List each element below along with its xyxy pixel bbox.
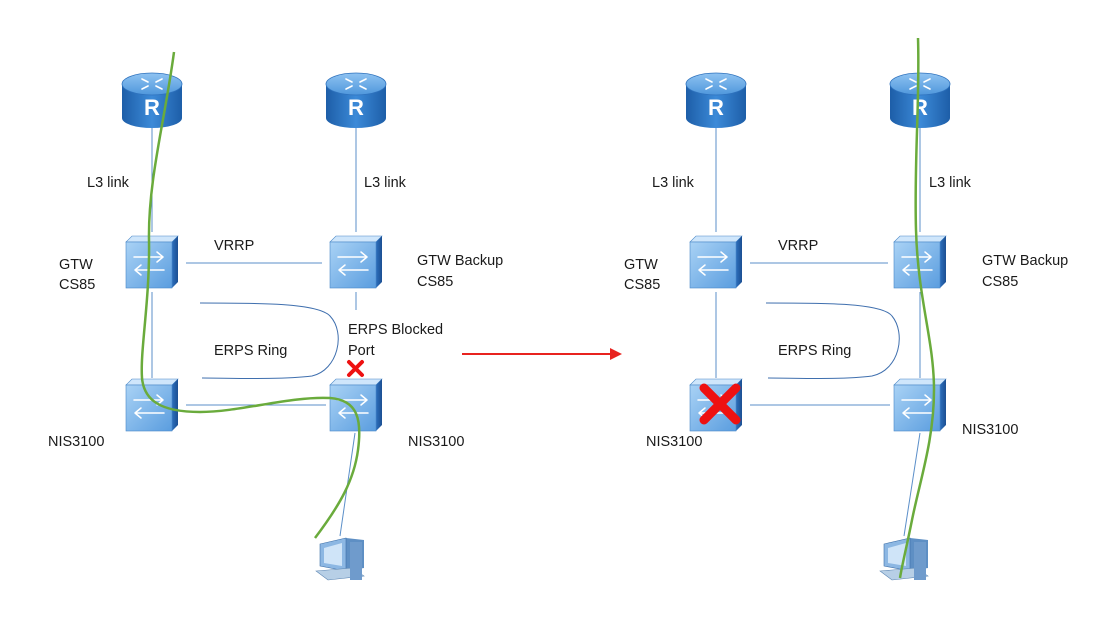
left-gtw-backup-label-line2: CS85 — [417, 274, 453, 290]
left-nis-switch-icon — [125, 378, 179, 432]
right-gtw-backup-label-line1: GTW Backup — [982, 253, 1068, 269]
right-l3-link-label-gtw: L3 link — [652, 175, 695, 191]
left-nis-label: NIS3100 — [48, 434, 104, 450]
right-erps-ring-label: ERPS Ring — [778, 343, 851, 359]
blocked-port-icon — [347, 360, 364, 377]
left-l3-link-label-gtw: L3 link — [87, 175, 130, 191]
left-router-backup-icon — [325, 72, 387, 129]
transition-arrow — [462, 348, 622, 360]
left-gtw-backup-label-line1: GTW Backup — [417, 253, 503, 269]
right-nis-pc-link — [903, 432, 921, 537]
left-scenario: L3 link L3 link VRRP GTW CS85 GTW Backup… — [48, 51, 503, 581]
right-nis-right-switch-icon — [893, 378, 947, 432]
right-nis-right-label: NIS3100 — [962, 422, 1018, 438]
left-links — [151, 120, 357, 537]
erps-blocked-label-line2: Port — [348, 343, 375, 359]
left-gtw-switch-icon — [125, 235, 179, 289]
right-vrrp-label: VRRP — [778, 238, 818, 254]
erps-blocked-label-line1: ERPS Blocked — [348, 322, 443, 338]
right-gtw-switch-icon — [689, 235, 743, 289]
left-l3-link-label-backup: L3 link — [364, 175, 407, 191]
left-nis-right-label: NIS3100 — [408, 434, 464, 450]
right-router-backup-icon — [889, 72, 951, 129]
right-l3-link-label-backup: L3 link — [929, 175, 972, 191]
right-gtw-label-line1: GTW — [624, 257, 658, 273]
right-erps-ring — [765, 302, 900, 379]
right-gtw-label-line2: CS85 — [624, 277, 660, 293]
left-nis-right-switch-icon — [329, 378, 383, 432]
right-gtw-backup-label-line2: CS85 — [982, 274, 1018, 290]
failed-switch-icon — [699, 383, 741, 425]
left-gtw-label-line1: GTW — [59, 257, 93, 273]
right-router-gtw-icon — [685, 72, 747, 129]
left-router-gtw-icon — [121, 72, 183, 129]
left-vrrp-label: VRRP — [214, 238, 254, 254]
left-gtw-label-line2: CS85 — [59, 277, 95, 293]
right-traffic-path — [898, 37, 936, 579]
right-links — [715, 120, 921, 537]
left-gtw-backup-switch-icon — [329, 235, 383, 289]
right-nis-label: NIS3100 — [646, 434, 702, 450]
left-erps-ring-label: ERPS Ring — [214, 343, 287, 359]
left-computer-icon — [315, 537, 365, 581]
right-scenario: L3 link L3 link VRRP GTW CS85 GTW Backup… — [624, 37, 1068, 581]
left-traffic-path — [140, 51, 361, 539]
left-erps-ring — [199, 302, 339, 379]
